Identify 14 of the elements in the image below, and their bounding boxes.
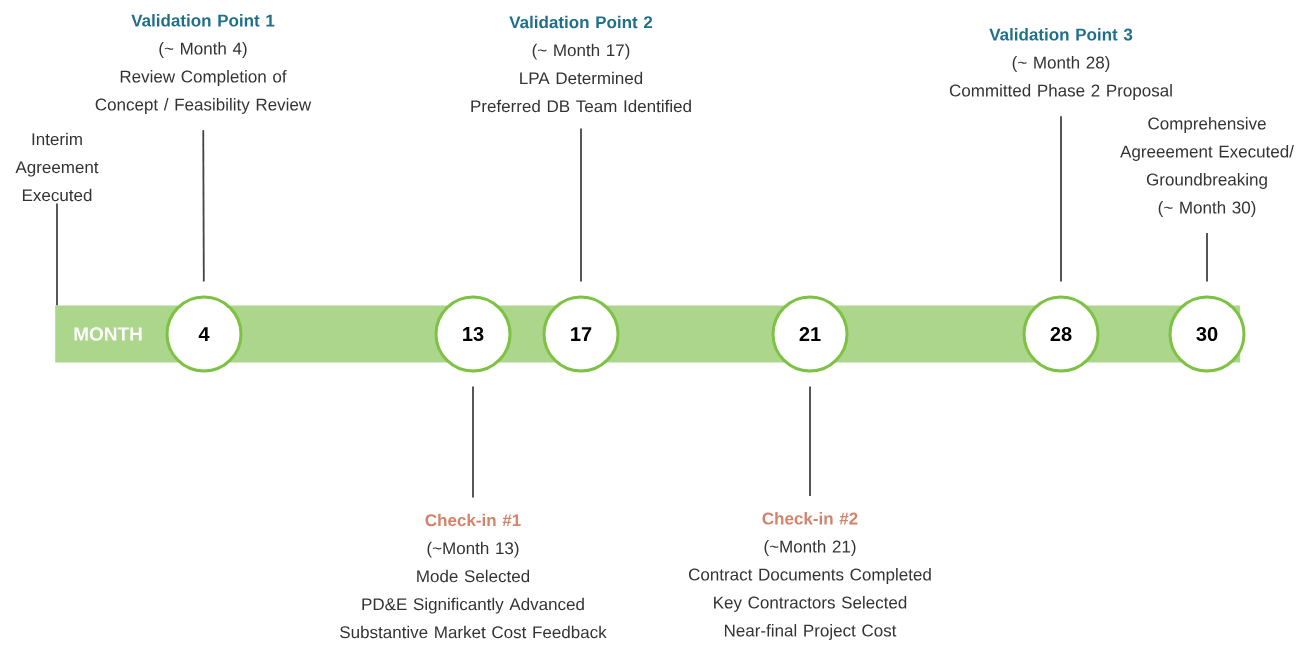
milestone-text: Comprehensive Agreeement Executed/ Groundbreaking (~ Month 30) [1120, 117, 1294, 217]
leader-line [1060, 115, 1062, 283]
leader-line [809, 385, 811, 497]
leader-line [56, 202, 58, 307]
leader-line [1206, 232, 1208, 283]
leader-line [202, 129, 205, 283]
milestone-text: Interim Agreement Executed [15, 132, 99, 202]
milestone-text: Validation Point 3 (~ Month 28) Committed Phase 2 Proposal [949, 28, 1172, 100]
milestone-text: Validation Point 2 (~ Month 17) LPA Determined Preferred DB Team Identified [471, 15, 691, 113]
leader-line [580, 127, 582, 283]
leader-line [472, 385, 474, 499]
milestone-text: Check-in #2 (~Month 21) Contract Documents Completed Key Contractors Selected Near-final Project Cost [689, 512, 931, 640]
milestone-text: Validation Point 1 (~ Month 4) Review Completion of Concept / Feasibility Review [95, 14, 312, 114]
milestone-text: Check-in #1 (~Month 13) Mode Selected PD&E Significantly Advanced Substantive Market Cost Feedback [340, 513, 607, 639]
